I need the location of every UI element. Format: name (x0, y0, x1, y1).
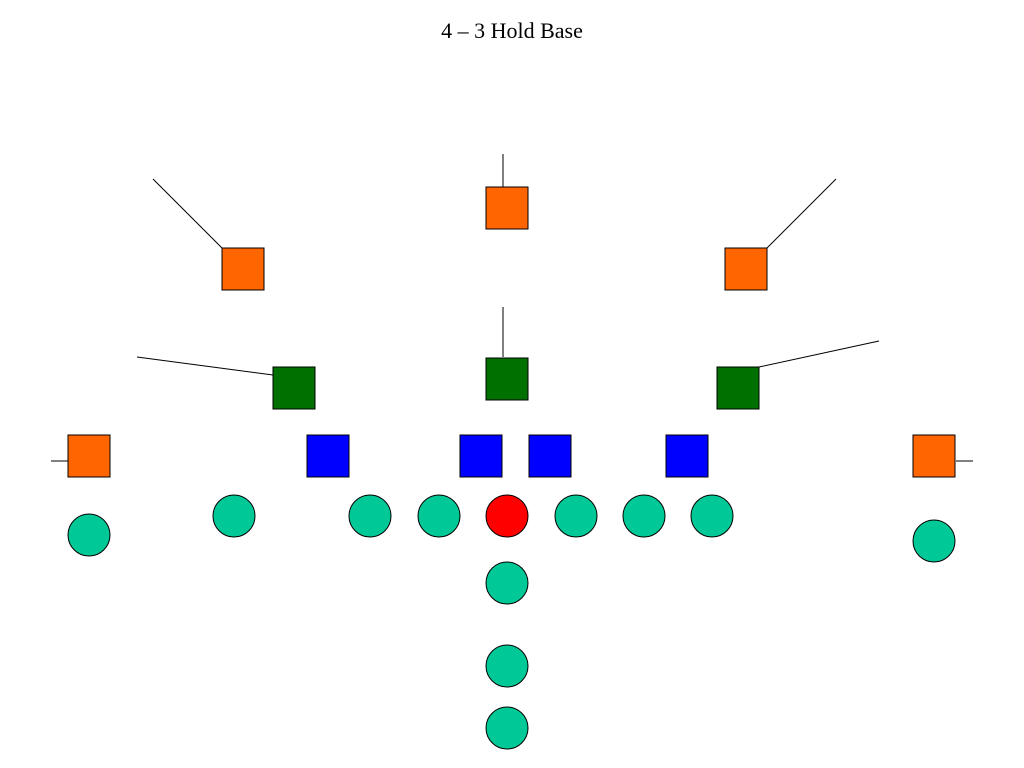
offense-center (485, 494, 529, 538)
offense-tight-end-right (690, 494, 734, 538)
diagram-title: 4 – 3 Hold Base (441, 18, 583, 43)
defensive-lineman-2 (459, 434, 503, 478)
offense-tight-end-left (348, 494, 392, 538)
linebackers (272, 357, 760, 410)
linebacker-right (716, 366, 760, 410)
offense-tackle-left (417, 494, 461, 538)
defensive-back-free-safety (485, 186, 529, 230)
defensive-back-right-corner (724, 247, 768, 291)
assignment-lines (51, 154, 973, 462)
defensive-lineman-3 (528, 434, 572, 478)
offense-fullback (485, 644, 529, 688)
offense-guard-right (554, 494, 598, 538)
linebacker-middle (485, 357, 529, 401)
defensive-line (306, 434, 709, 478)
assignment-line-right-corner (766, 178, 837, 249)
defensive-lineman-1 (306, 434, 350, 478)
offense-slot-left (212, 494, 256, 538)
defensive-backs (67, 186, 956, 478)
offense-quarterback (485, 561, 529, 605)
defensive-back-left-outside (67, 434, 111, 478)
assignment-line-left-linebacker (136, 356, 274, 376)
defensive-back-left-corner (221, 247, 265, 291)
offense-wide-receiver-right (912, 519, 956, 563)
offense-tailback (485, 706, 529, 750)
linebacker-left (272, 366, 316, 410)
defensive-lineman-4 (665, 434, 709, 478)
assignment-line-left-corner (152, 178, 223, 249)
offense-players (67, 494, 956, 750)
offense-wide-receiver-left (67, 513, 111, 557)
assignment-line-right-linebacker (758, 340, 880, 368)
defensive-back-right-outside (912, 434, 956, 478)
offense-tackle-right (622, 494, 666, 538)
